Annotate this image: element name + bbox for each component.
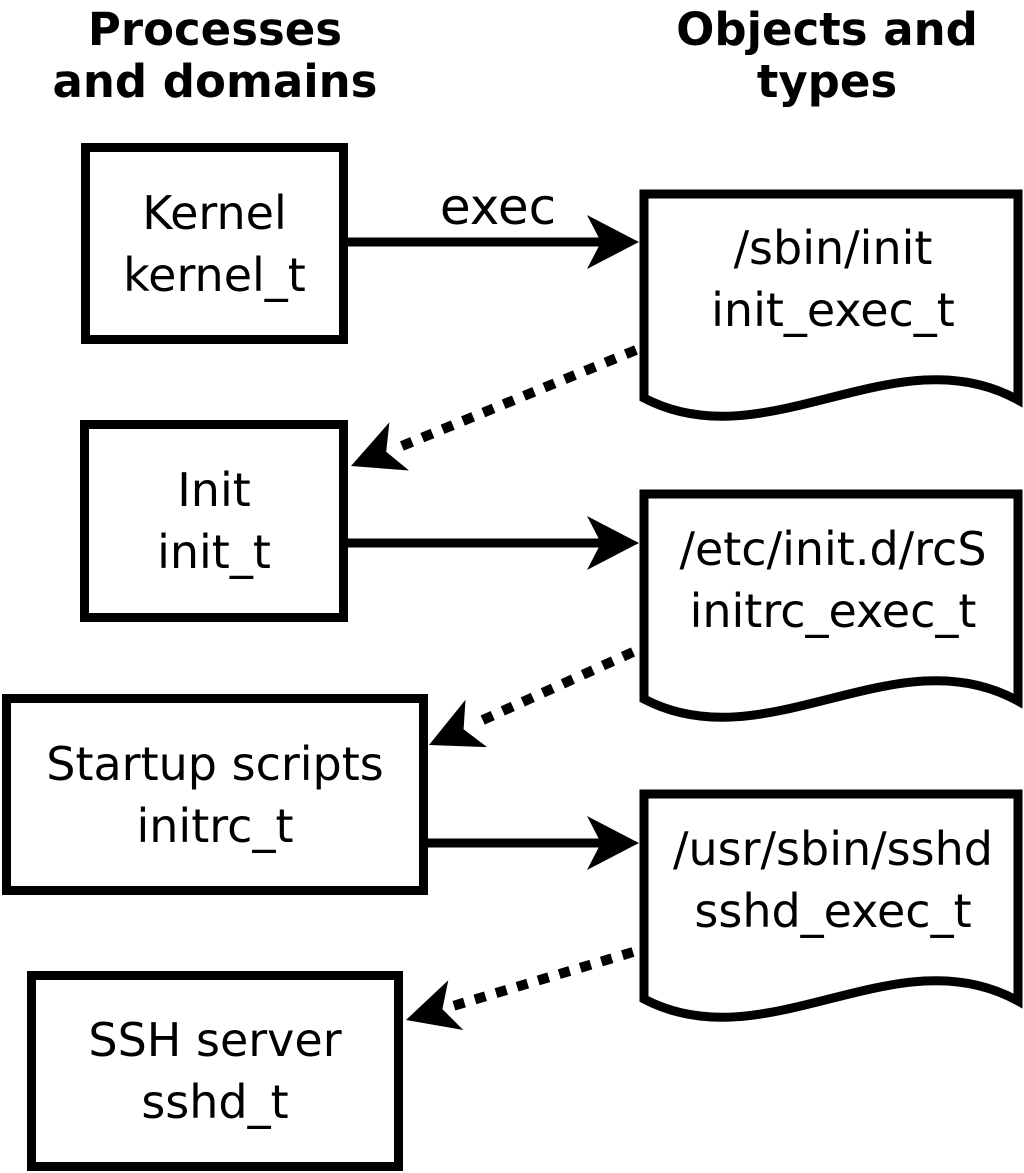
- process-box-kernel-type: kernel_t: [123, 247, 306, 302]
- column-header-processes: Processes and domains: [15, 4, 415, 108]
- object-doc-shape-sbin-init: [639, 189, 1023, 421]
- dotted-arrow-usr-sbin-sshd-to-ssh-server: [406, 947, 635, 1030]
- process-box-kernel: Kernel kernel_t: [81, 143, 348, 344]
- process-box-ssh-server-type: sshd_t: [141, 1075, 289, 1129]
- dotted-arrow-sbin-init-to-init: [351, 345, 638, 471]
- column-header-objects: Objects and types: [630, 4, 1024, 108]
- column-header-objects-line1: Objects and: [676, 3, 978, 56]
- object-doc-sbin-init-type: init_exec_t: [711, 283, 955, 337]
- solid-arrow-init-to-etc-initd-rcs: [344, 516, 639, 570]
- object-doc-usr-sbin-sshd-path: /usr/sbin/sshd: [673, 822, 993, 876]
- object-doc-sbin-init: /sbin/init init_exec_t: [648, 194, 1018, 364]
- exec-arrow-label: exec: [439, 178, 557, 236]
- object-doc-etc-initd-rcs-type: initrc_exec_t: [689, 584, 977, 638]
- process-box-startup-scripts-name: Startup scripts: [46, 736, 384, 791]
- object-doc-etc-initd-rcs-path: /etc/init.d/rcS: [679, 522, 987, 576]
- object-doc-usr-sbin-sshd-type: sshd_exec_t: [694, 884, 972, 938]
- dotted-arrow-etc-initd-rcs-to-startup: [429, 647, 636, 748]
- process-box-kernel-name: Kernel: [142, 185, 287, 240]
- object-doc-sbin-init-path: /sbin/init: [733, 221, 933, 275]
- object-doc-shape-etc-initd-rcs: [639, 489, 1023, 722]
- solid-arrow-kernel-to-sbin-init: [344, 215, 639, 269]
- process-box-ssh-server-name: SSH server: [88, 1013, 342, 1067]
- column-header-processes-line1: Processes: [87, 3, 343, 56]
- process-box-init-type: init_t: [157, 525, 271, 579]
- solid-arrow-startup-to-usr-sbin-sshd: [424, 816, 639, 870]
- process-box-ssh-server: SSH server sshd_t: [27, 971, 403, 1171]
- column-header-processes-line2: and domains: [52, 55, 378, 108]
- object-doc-shape-usr-sbin-sshd: [639, 789, 1023, 1022]
- column-header-objects-line2: types: [756, 55, 898, 108]
- process-box-init: Init init_t: [80, 420, 348, 622]
- object-doc-etc-initd-rcs: /etc/init.d/rcS initrc_exec_t: [648, 494, 1018, 666]
- process-box-startup-scripts: Startup scripts initrc_t: [2, 694, 428, 895]
- process-box-startup-scripts-type: initrc_t: [136, 798, 294, 853]
- object-doc-usr-sbin-sshd: /usr/sbin/sshd sshd_exec_t: [648, 794, 1018, 966]
- process-box-init-name: Init: [177, 463, 251, 517]
